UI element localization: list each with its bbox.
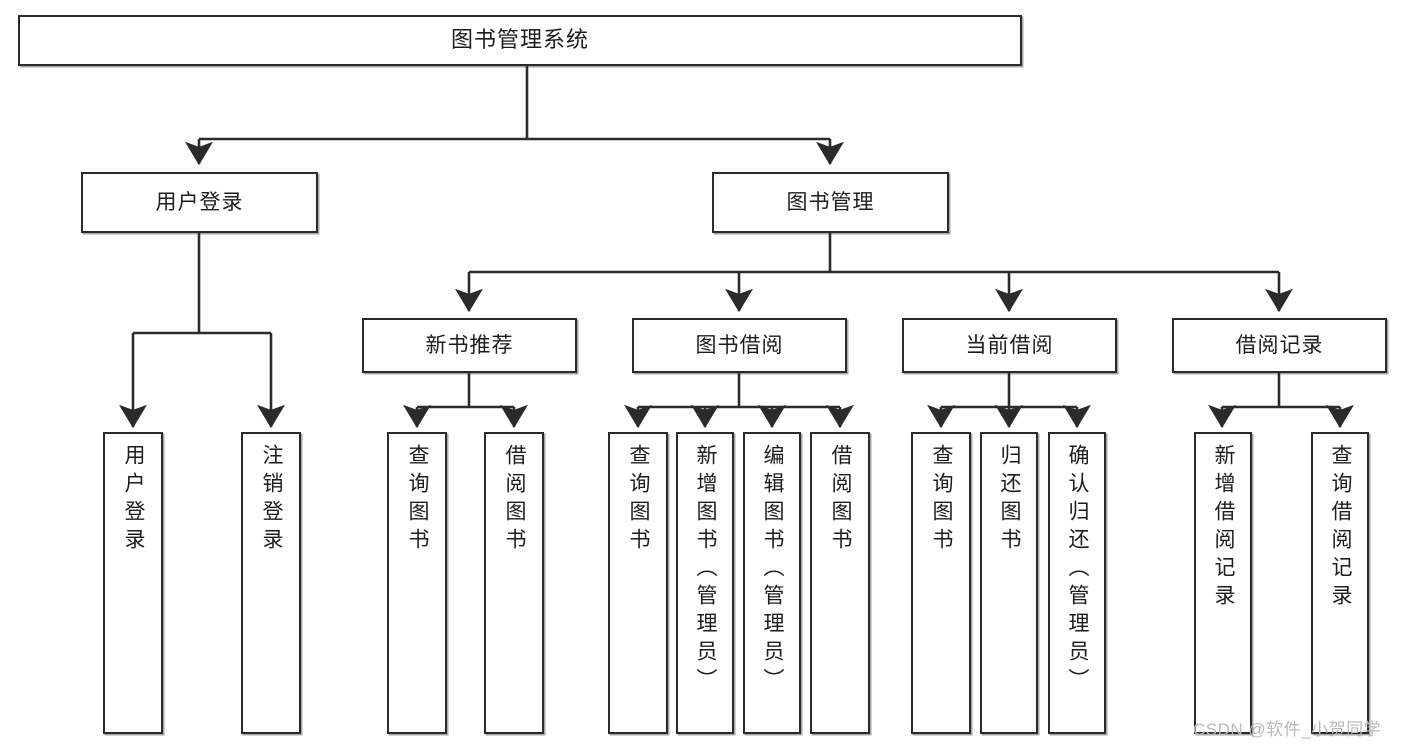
node-leaf-return-book-label: 归还图书 xyxy=(998,444,1022,556)
node-root[interactable]: 图书管理系统 xyxy=(18,15,1022,66)
node-leaf-user-logout-label: 注销登录 xyxy=(260,444,284,556)
node-leaf-query-book-2-label: 查询图书 xyxy=(627,444,651,556)
node-leaf-borrow-book-1[interactable]: 借阅图书 xyxy=(484,432,544,734)
node-leaf-add-record[interactable]: 新增借阅记录 xyxy=(1194,432,1252,734)
node-leaf-query-record[interactable]: 查询借阅记录 xyxy=(1311,432,1369,734)
node-leaf-query-book-1-label: 查询图书 xyxy=(406,444,430,556)
node-user-login-label: 用户登录 xyxy=(155,190,244,214)
node-leaf-confirm-return[interactable]: 确认归还（管理员） xyxy=(1048,432,1106,734)
node-leaf-query-record-label: 查询借阅记录 xyxy=(1329,444,1353,612)
node-leaf-confirm-return-label: 确认归还（管理员） xyxy=(1066,444,1090,696)
node-current-borrow[interactable]: 当前借阅 xyxy=(902,318,1117,373)
node-user-login[interactable]: 用户登录 xyxy=(81,172,318,233)
node-leaf-query-book-3[interactable]: 查询图书 xyxy=(911,432,971,734)
node-leaf-add-book-label: 新增图书（管理员） xyxy=(694,444,718,696)
node-leaf-user-login-label: 用户登录 xyxy=(122,444,146,556)
node-leaf-borrow-book-1-label: 借阅图书 xyxy=(503,444,527,556)
node-leaf-user-login[interactable]: 用户登录 xyxy=(103,432,163,734)
node-leaf-edit-book[interactable]: 编辑图书（管理员） xyxy=(743,432,801,734)
node-leaf-borrow-book-2-label: 借阅图书 xyxy=(829,444,853,556)
node-new-book-recommend[interactable]: 新书推荐 xyxy=(362,318,577,373)
node-book-manage[interactable]: 图书管理 xyxy=(712,172,949,233)
csdn-watermark: CSDN @软件_小贺同学 xyxy=(1193,720,1382,739)
node-leaf-return-book[interactable]: 归还图书 xyxy=(980,432,1038,734)
node-leaf-query-book-3-label: 查询图书 xyxy=(930,444,954,556)
node-leaf-add-book[interactable]: 新增图书（管理员） xyxy=(676,432,734,734)
node-new-book-recommend-label: 新书推荐 xyxy=(425,333,514,357)
node-leaf-add-record-label: 新增借阅记录 xyxy=(1212,444,1236,612)
node-borrow-record[interactable]: 借阅记录 xyxy=(1172,318,1387,373)
node-leaf-query-book-1[interactable]: 查询图书 xyxy=(387,432,447,734)
node-leaf-query-book-2[interactable]: 查询图书 xyxy=(608,432,668,734)
node-book-manage-label: 图书管理 xyxy=(786,190,875,214)
node-current-borrow-label: 当前借阅 xyxy=(965,333,1054,357)
node-root-label: 图书管理系统 xyxy=(450,27,589,53)
node-book-borrow-label: 图书借阅 xyxy=(695,333,784,357)
node-leaf-borrow-book-2[interactable]: 借阅图书 xyxy=(810,432,870,734)
node-leaf-edit-book-label: 编辑图书（管理员） xyxy=(761,444,785,696)
node-borrow-record-label: 借阅记录 xyxy=(1235,333,1324,357)
node-book-borrow[interactable]: 图书借阅 xyxy=(632,318,847,373)
node-leaf-user-logout[interactable]: 注销登录 xyxy=(241,432,301,734)
